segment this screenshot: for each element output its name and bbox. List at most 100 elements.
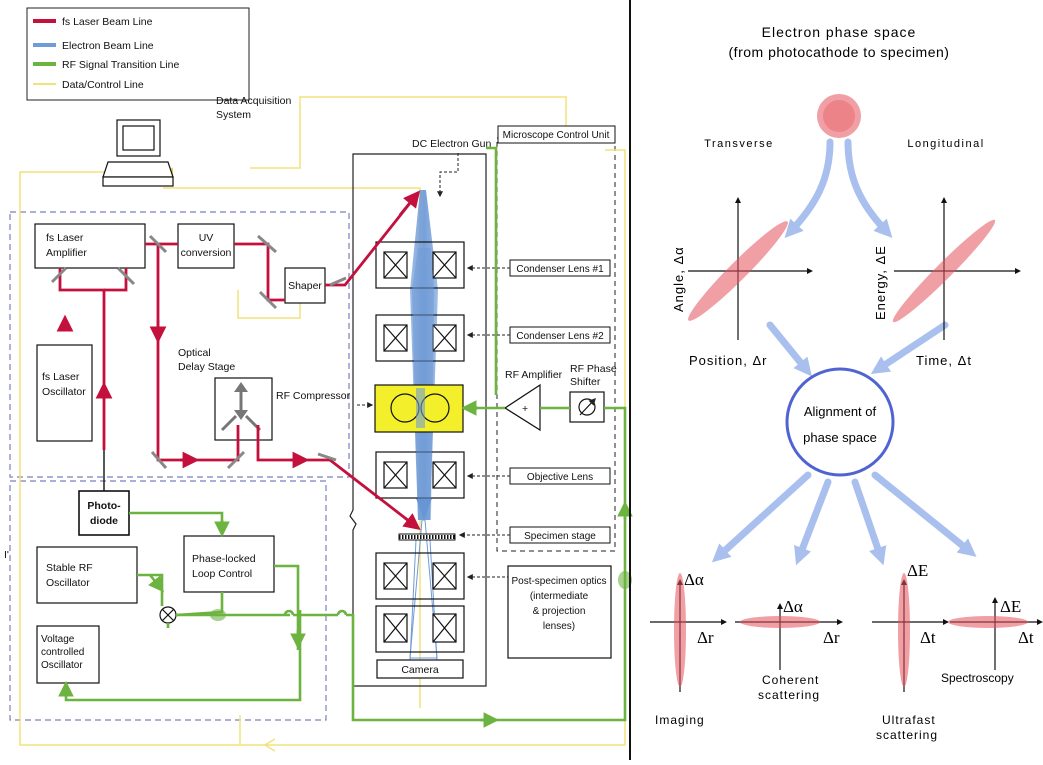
condenser2-label: Condenser Lens #2	[516, 331, 604, 342]
fs-osc-l1: fs Laser	[42, 371, 80, 383]
rf-arrows	[58, 400, 633, 728]
mixer-symbol	[159, 606, 177, 624]
legend-laser: fs Laser Beam Line	[62, 16, 153, 28]
laser-boxes	[34, 223, 326, 684]
fs-amp-l1: fs Laser	[46, 232, 84, 244]
objective-label: Objective Lens	[527, 472, 593, 483]
legend-rf: RF Signal Transition Line	[62, 59, 179, 71]
rf-phase-label1: RF Phase	[570, 363, 617, 375]
imaging-label: Imaging	[655, 713, 705, 727]
delay-l2: Delay Stage	[178, 361, 235, 373]
transverse-label: Transverse	[704, 138, 774, 150]
rf-node-1	[210, 609, 226, 621]
stable-rf-l1: Stable RF	[46, 562, 93, 574]
microscope-column	[349, 153, 487, 687]
spectroscopy-label: Spectroscopy	[941, 671, 1014, 685]
mirrors	[50, 234, 347, 470]
transverse-plot	[688, 197, 813, 340]
specimen-stage-plate	[398, 533, 456, 541]
phase-title-l2: (from photocathode to specimen)	[729, 44, 950, 60]
legend-electron: Electron Beam Line	[62, 40, 154, 52]
fs-amp-l2: Amplifier	[46, 247, 87, 259]
post-optics-l3: & projection	[533, 606, 586, 617]
position-label: Position, Δr	[689, 353, 768, 368]
ultrafast-plot	[872, 573, 949, 692]
shaper-label: Shaper	[288, 280, 322, 292]
ultrafast-l2: scattering	[876, 728, 938, 742]
vco-l2: controlled	[41, 647, 84, 658]
longitudinal-plot	[892, 197, 1021, 340]
stable-rf-l2: Oscillator	[46, 577, 90, 589]
rf-phase-label2: Shifter	[570, 376, 601, 388]
post-optics-l4: lenses)	[543, 621, 575, 632]
flow-arrows	[711, 138, 977, 566]
data-return-arrow	[263, 738, 276, 752]
rf-phase-shifter-arrow	[579, 397, 596, 416]
phase-title-l1: Electron phase space	[762, 24, 917, 40]
uv-l1: UV	[199, 232, 214, 244]
laser-arrows	[56, 190, 421, 531]
condenser1-label: Condenser Lens #1	[516, 264, 604, 275]
alignment-l2: phase space	[803, 430, 877, 445]
coherent-y-axis: Δα	[783, 597, 803, 616]
coherent-l2: scattering	[758, 688, 820, 702]
energy-label: Energy, ΔE	[873, 245, 888, 320]
computer-icon	[102, 119, 174, 187]
dc-gun-pointer	[437, 153, 459, 198]
lens-labels: Condenser Lens #1 Condenser Lens #2 Obje…	[509, 259, 611, 544]
spectro-x-axis: Δt	[1018, 628, 1034, 647]
vco-l1: Voltage	[41, 634, 75, 645]
pll-l2: Loop Control	[192, 568, 252, 580]
rf-phase-shifter-icon	[578, 398, 596, 416]
mcu-label: Microscope Control Unit	[503, 130, 610, 141]
post-optics-l2: (intermediate	[530, 591, 589, 602]
alignment-circle	[785, 367, 895, 477]
legend-data: Data/Control Line	[62, 79, 144, 91]
imaging-x-axis: Δr	[697, 628, 714, 647]
rf-compressor-label: RF Compressor	[276, 390, 351, 402]
rf-amp-plus: +	[522, 403, 528, 415]
lens-stack	[375, 241, 465, 653]
coherent-x-axis: Δr	[823, 628, 840, 647]
coherent-l1: Coherent	[762, 673, 819, 687]
fs-osc-l2: Oscillator	[42, 386, 86, 398]
side-mark: I'	[4, 549, 9, 561]
specimen-label: Specimen stage	[524, 531, 596, 542]
rf-region-outline	[9, 480, 327, 721]
pll-l1: Phase-locked	[192, 553, 256, 565]
photodiode-l1: Photo-	[87, 500, 121, 512]
rf-amp-label: RF Amplifier	[505, 369, 563, 381]
imaging-plot	[650, 573, 727, 692]
ultrafast-y-axis: ΔE	[907, 561, 928, 580]
dc-gun-label: DC Electron Gun	[412, 138, 492, 150]
alignment-l1: Alignment of	[804, 404, 877, 419]
post-optics-l1: Post-specimen optics	[511, 576, 606, 587]
longitudinal-label: Longitudinal	[907, 138, 984, 150]
rf-compressor-cavity	[374, 384, 464, 433]
daq-line1: Data Acquisition	[216, 95, 291, 107]
delay-stage-mirrors	[220, 382, 262, 432]
coherent-plot	[735, 603, 843, 670]
photodiode-l2: diode	[90, 515, 118, 527]
spectroscopy-plot	[948, 597, 1043, 670]
imaging-y-axis: Δα	[684, 570, 704, 589]
angle-label: Angle, Δα	[671, 246, 686, 312]
beam-overlay	[412, 248, 434, 520]
delay-l1: Optical	[178, 347, 211, 359]
daq-line2: System	[216, 109, 251, 121]
source-bunch	[817, 94, 861, 138]
rf-node-2	[618, 571, 632, 589]
camera-label: Camera	[401, 664, 439, 676]
mcu-box	[497, 125, 616, 144]
post-optics-box	[507, 565, 612, 659]
vco-l3: Oscillator	[41, 660, 83, 671]
spectro-y-axis: ΔE	[1000, 597, 1021, 616]
time-label: Time, Δt	[916, 353, 972, 368]
laser-region-outline	[9, 211, 350, 478]
uv-l2: conversion	[181, 247, 232, 259]
control-unit-outline	[496, 137, 616, 552]
lens-pointers	[357, 265, 510, 580]
ultrafast-l1: Ultrafast	[882, 713, 936, 727]
